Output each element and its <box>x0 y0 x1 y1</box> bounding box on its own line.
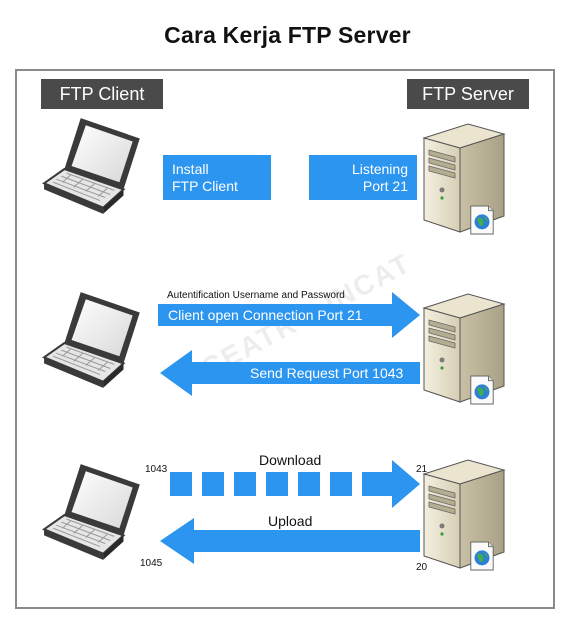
open-connection-arrow <box>158 292 420 338</box>
ftp-client-label: FTP Client <box>41 79 163 109</box>
listening-port-box: Listening Port 21 <box>309 155 417 200</box>
diagram-frame <box>15 69 555 609</box>
server-port-top: 21 <box>416 464 428 475</box>
listening-line2: Port 21 <box>362 178 408 194</box>
auth-caption: Autentification Username and Password <box>167 290 345 301</box>
install-client-box: Install FTP Client <box>163 155 271 200</box>
upload-arrow <box>160 518 420 564</box>
laptop-icon <box>43 291 141 389</box>
client-port-bottom: 1045 <box>140 558 163 569</box>
open-connection-label: Client open Connection Port 21 <box>168 307 363 323</box>
globe-document-icon <box>470 205 494 235</box>
download-arrow <box>170 460 420 508</box>
globe-document-icon <box>470 541 494 571</box>
listening-line1: Listening <box>351 161 408 177</box>
client-port-top: 1043 <box>145 464 168 475</box>
send-request-arrow <box>160 350 420 396</box>
install-client-line2: FTP Client <box>172 178 238 194</box>
send-request-label: Send Request Port 1043 <box>250 365 404 381</box>
globe-document-icon <box>470 375 494 405</box>
download-label: Download <box>259 452 322 468</box>
upload-label: Upload <box>268 513 313 529</box>
laptop-icon <box>43 117 141 215</box>
diagram-title: Cara Kerja FTP Server <box>164 22 411 48</box>
server-port-bottom: 20 <box>416 562 428 573</box>
ftp-server-label: FTP Server <box>407 79 529 109</box>
laptop-icon <box>43 463 141 561</box>
install-client-line1: Install <box>172 161 209 177</box>
